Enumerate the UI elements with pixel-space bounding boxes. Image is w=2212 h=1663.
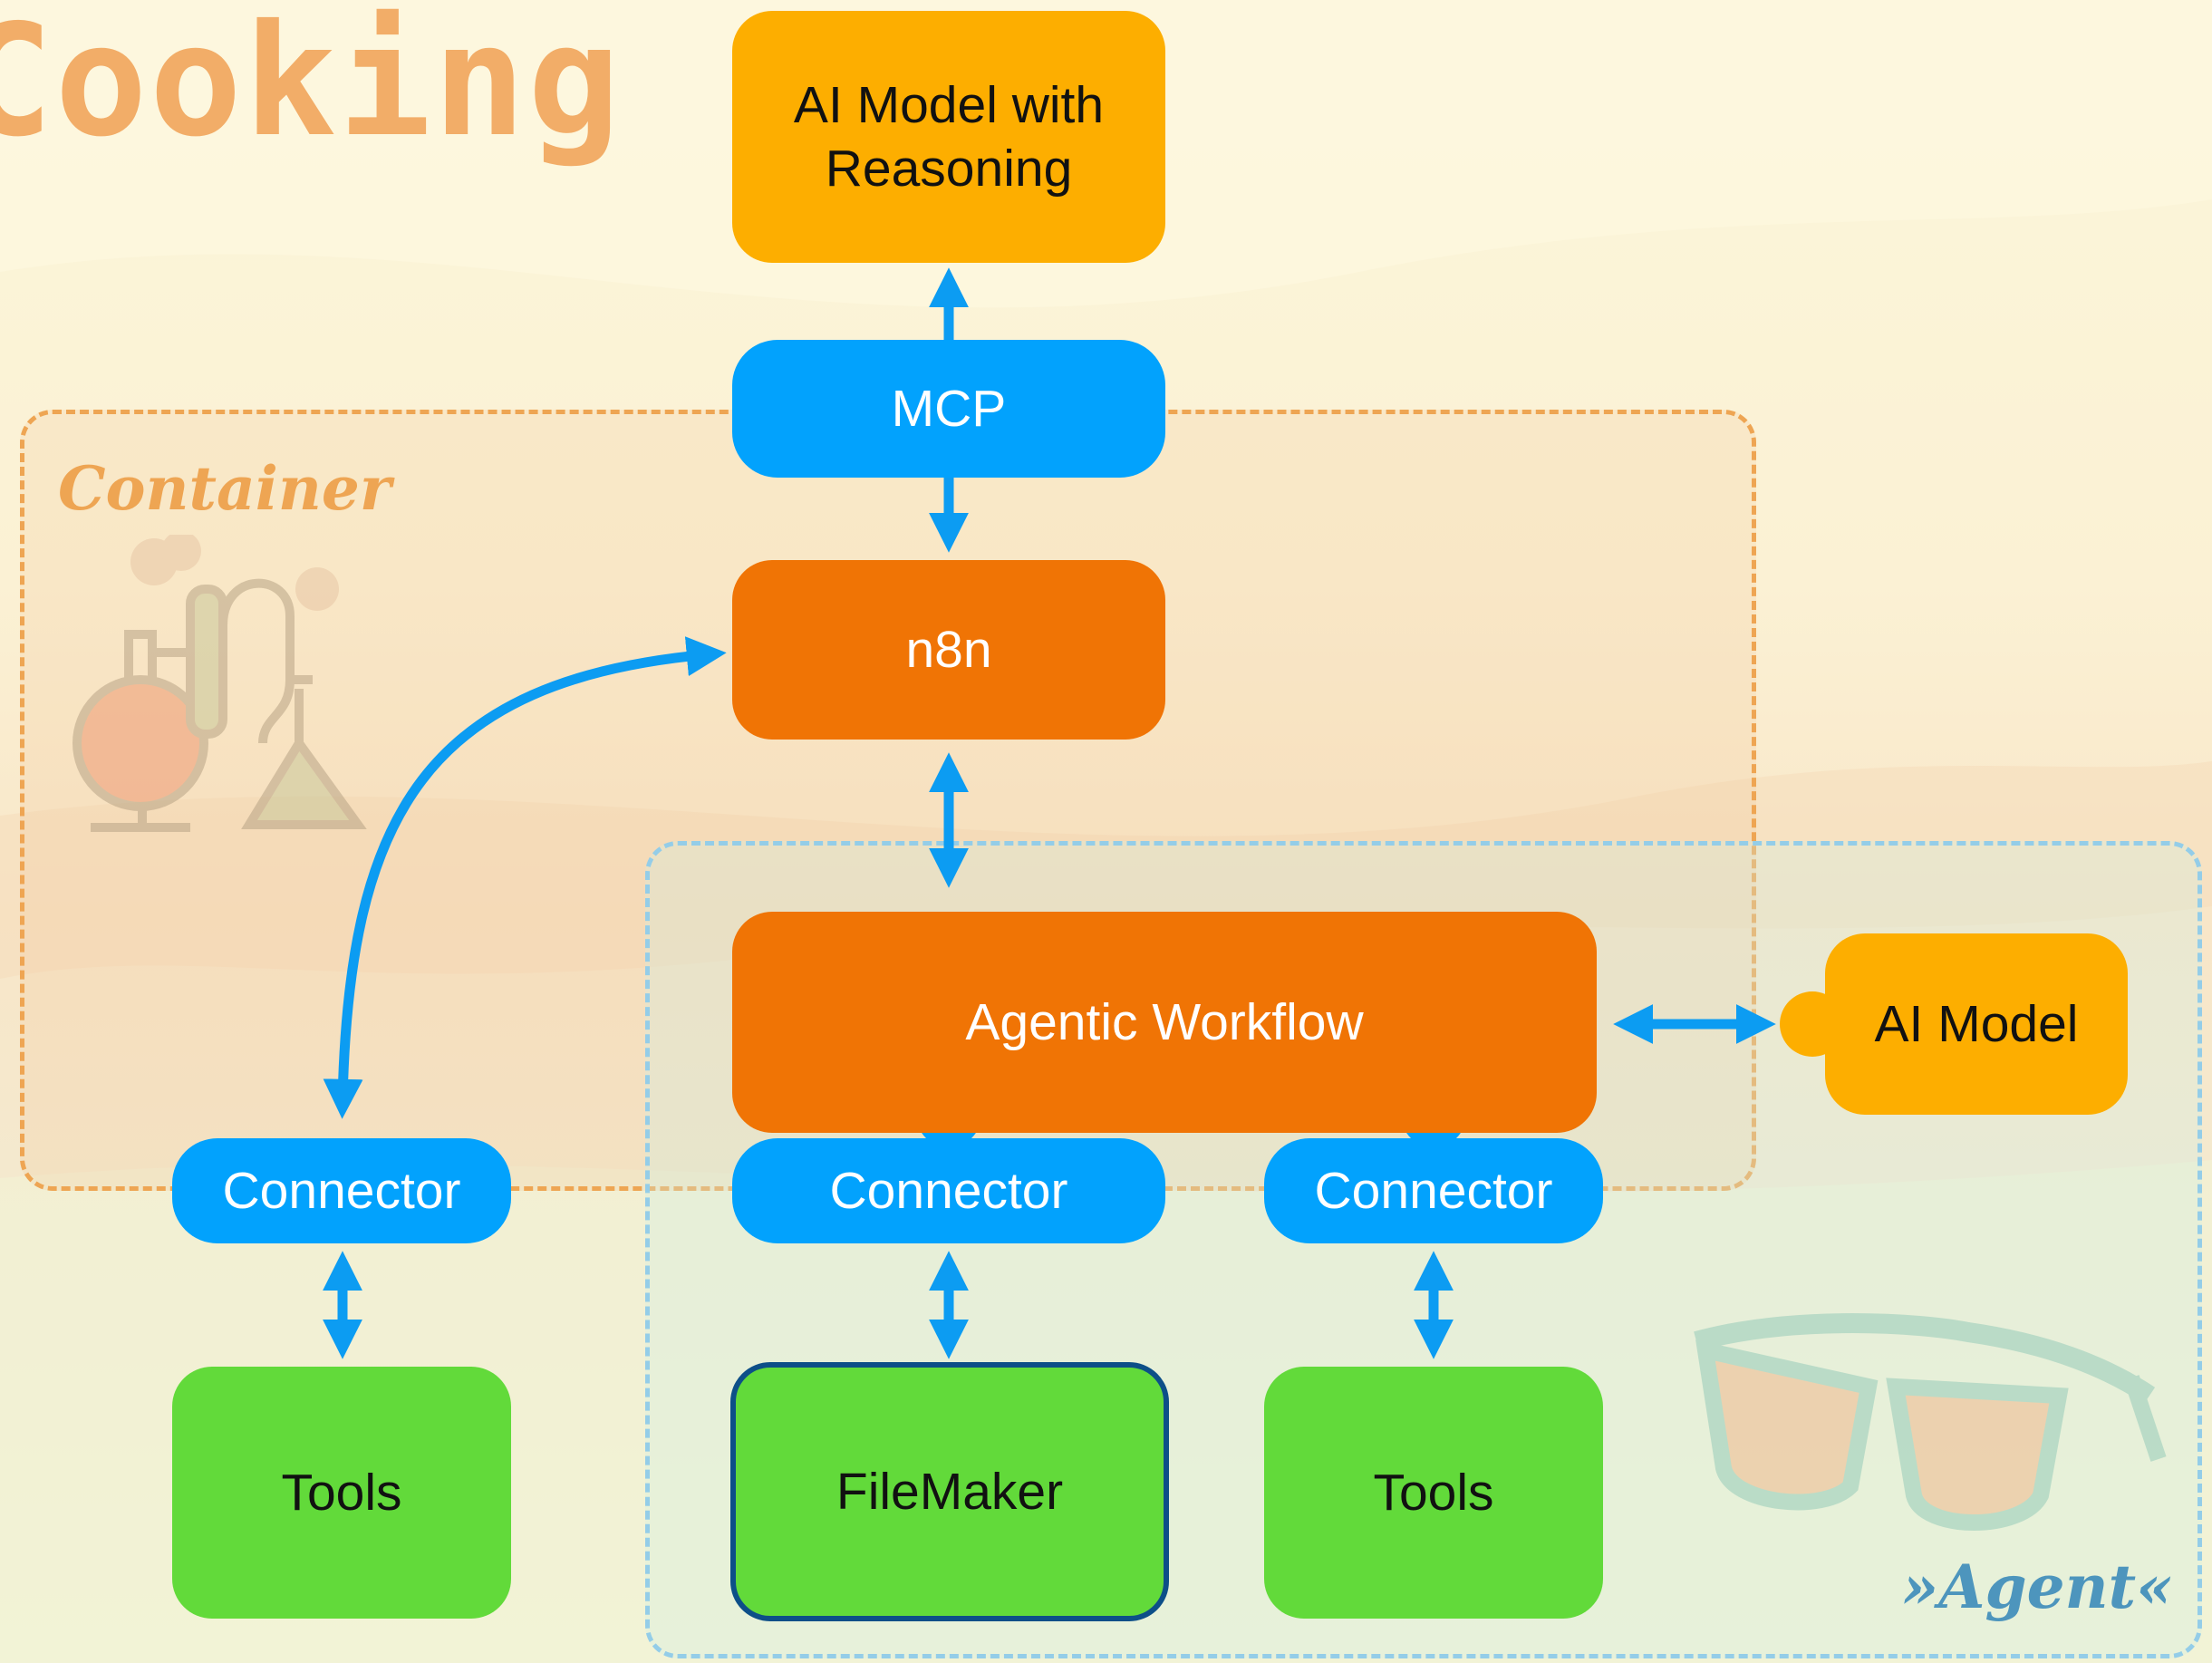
ai-model-label: AI Model [1874, 995, 2079, 1053]
chemistry-flasks-icon [72, 535, 367, 832]
mcp-label: MCP [891, 380, 1007, 438]
tools-right-label: Tools [1373, 1464, 1494, 1522]
container-label: Container [58, 453, 391, 524]
connector-left-node[interactable]: Connector [172, 1138, 511, 1243]
agentic-workflow-label: Agentic Workflow [965, 993, 1364, 1051]
connector-mid-node[interactable]: Connector [732, 1138, 1165, 1243]
ai-model-node[interactable]: AI Model [1825, 933, 2128, 1115]
tools-right-node[interactable]: Tools [1264, 1367, 1603, 1619]
n8n-node[interactable]: n8n [732, 560, 1165, 740]
filemaker-node[interactable]: FileMaker [730, 1362, 1169, 1621]
connector-right-label: Connector [1314, 1162, 1553, 1220]
ai-model-reasoning-label: AI Model with Reasoning [793, 76, 1105, 198]
tools-left-node[interactable]: Tools [172, 1367, 511, 1619]
ai-model-reasoning-node[interactable]: AI Model with Reasoning [732, 11, 1165, 263]
tools-left-label: Tools [281, 1464, 402, 1522]
mcp-node[interactable]: MCP [732, 340, 1165, 478]
filemaker-label: FileMaker [836, 1463, 1064, 1521]
agentic-workflow-node[interactable]: Agentic Workflow [732, 912, 1597, 1133]
sunglasses-icon [1694, 1313, 2167, 1531]
connector-right-node[interactable]: Connector [1264, 1138, 1603, 1243]
agent-label: »Agent« [1901, 1552, 2174, 1622]
connector-mid-label: Connector [829, 1162, 1068, 1220]
page-title: Cooking [0, 0, 623, 171]
connector-left-label: Connector [222, 1162, 461, 1220]
n8n-label: n8n [905, 621, 992, 679]
